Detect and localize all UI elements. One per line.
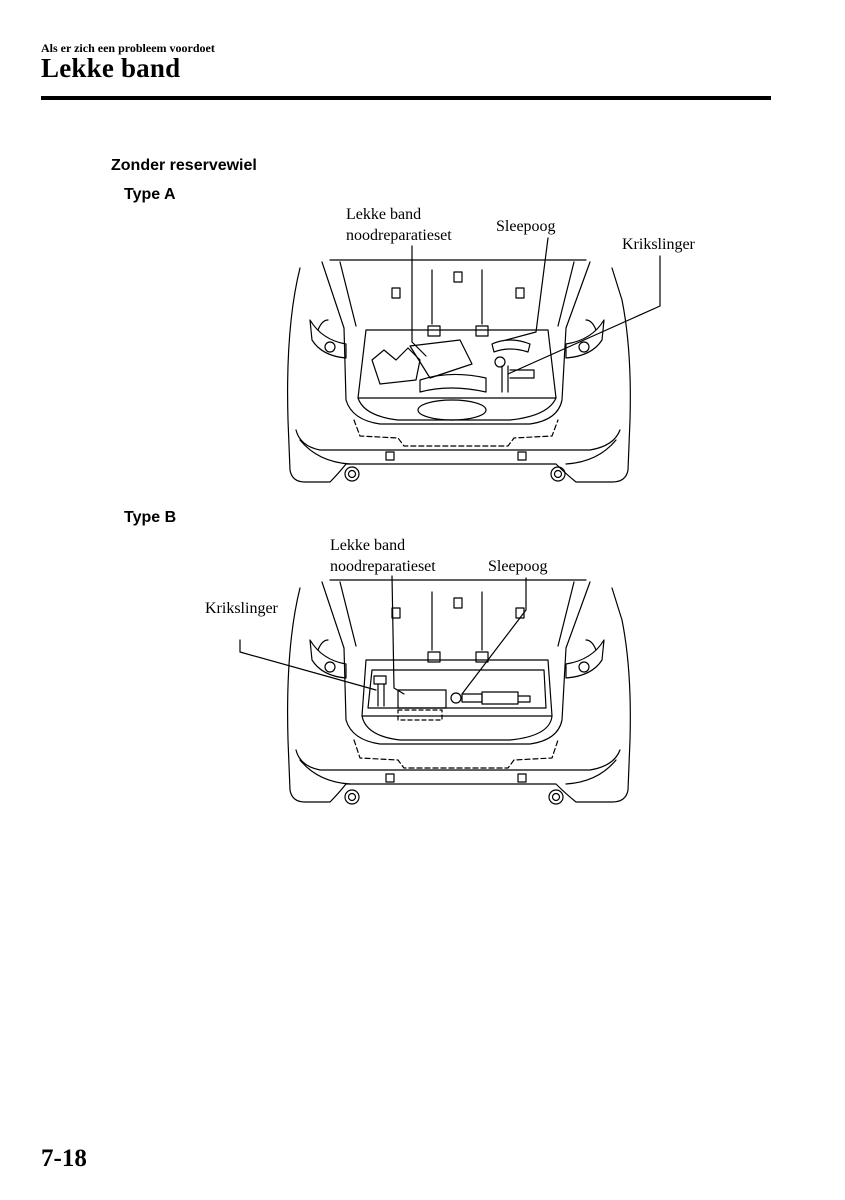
title-divider	[41, 96, 771, 100]
type-a-label: Type A	[124, 186, 176, 203]
page-title: Lekke band	[41, 53, 181, 83]
callout-repair-kit-a: Lekke band noodreparatieset	[346, 206, 452, 244]
page-number: 7-18	[41, 1145, 87, 1172]
type-b-label: Type B	[124, 509, 177, 526]
section-header: Als er zich een probleem voordoet	[41, 41, 215, 55]
callout-towing-eye-a: Sleepoog	[496, 218, 556, 235]
sub-heading: Zonder reservewiel	[111, 157, 257, 174]
callout-repair-kit-b: Lekke band noodreparatieset	[330, 537, 436, 575]
callout-jack-handle-b: Krikslinger	[205, 600, 278, 617]
callout-jack-handle-a: Krikslinger	[622, 236, 695, 253]
callout-towing-eye-b: Sleepoog	[488, 558, 548, 575]
